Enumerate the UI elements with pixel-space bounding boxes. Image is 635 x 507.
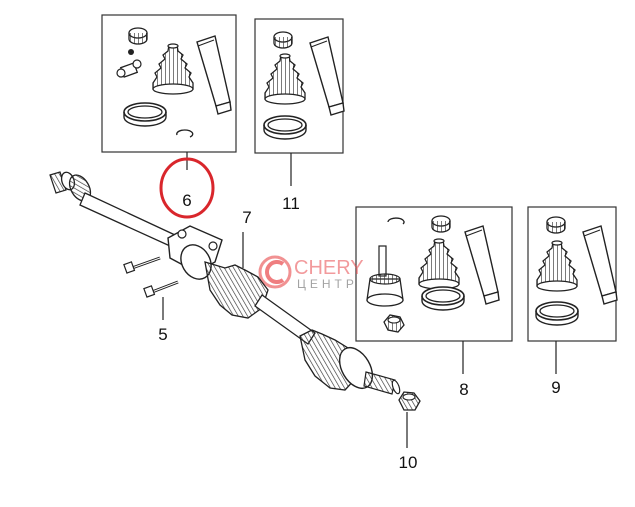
watermark-brand: CHERY <box>294 257 364 279</box>
callout-10: 10 <box>399 453 418 472</box>
snap-ring-icon <box>176 129 194 138</box>
bolt <box>123 256 179 298</box>
callout-6: 6 <box>182 191 191 210</box>
kit-box-11 <box>254 18 344 154</box>
kit-box-8 <box>355 206 513 342</box>
cap-icon <box>128 27 148 45</box>
watermark-logo: CHERY ЦЕНТР <box>258 255 364 291</box>
callout-8: 8 <box>459 380 468 399</box>
callout-5: 5 <box>158 325 167 344</box>
grease-tube-icon <box>309 36 345 116</box>
boot-icon <box>264 53 306 105</box>
nut <box>398 391 421 411</box>
cap-icon <box>431 215 451 233</box>
drive-shaft <box>49 171 401 395</box>
kit-box-9 <box>527 206 617 342</box>
callout-7: 7 <box>242 208 251 227</box>
cv-joint-kit-6 <box>101 14 237 153</box>
cv-joint-kit-8 <box>355 206 513 342</box>
grease-tube-icon <box>196 35 232 115</box>
cap-icon <box>273 31 293 49</box>
boot-icon <box>536 240 578 292</box>
outer-cv-joint-icon <box>366 245 404 307</box>
cv-joint-kit-11 <box>254 18 345 154</box>
clamp-ring-icon <box>263 115 307 140</box>
grease-tube-icon <box>464 225 500 305</box>
grease-tube-icon <box>582 225 618 305</box>
kit-box-6 <box>101 14 237 153</box>
callout-11: 11 <box>282 194 300 213</box>
highlight-circle <box>159 157 215 219</box>
watermark-sub: ЦЕНТР <box>297 277 358 291</box>
clamp-ring-icon <box>421 286 465 311</box>
clamp-ring-icon <box>535 301 579 326</box>
clamp-ring-icon <box>123 102 167 127</box>
tripod-joint-icon <box>116 49 142 78</box>
callout-9: 9 <box>551 378 560 397</box>
snap-ring-icon <box>387 217 405 225</box>
cap-icon <box>546 216 566 234</box>
nut-icon <box>383 314 405 333</box>
cv-joint-kit-9 <box>527 206 618 342</box>
boot-icon <box>418 238 460 290</box>
boot-icon <box>152 43 194 95</box>
leader-lines <box>162 152 557 448</box>
